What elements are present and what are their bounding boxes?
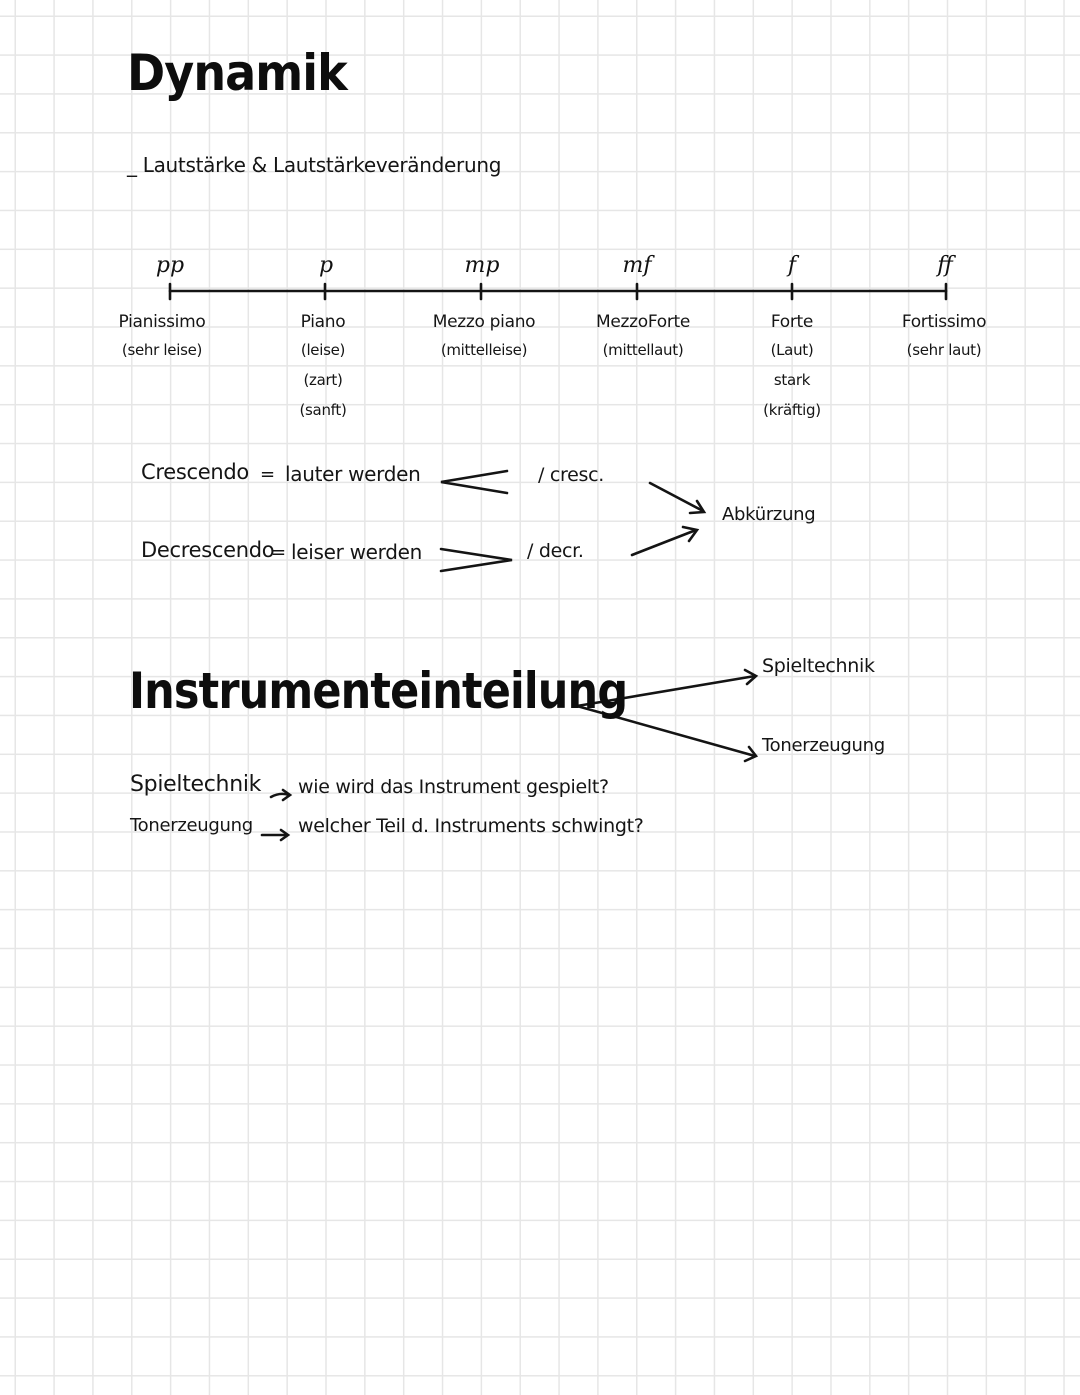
definition-question-spieltechnik: wie wird das Instrument gespielt?	[298, 776, 609, 798]
arrowhead-icon	[743, 668, 759, 686]
dynamic-desc: stark	[773, 371, 811, 389]
dynamic-name: Forte	[770, 312, 814, 332]
definition-term-spieltechnik: Spieltechnik	[130, 772, 262, 797]
arrowhead-icon	[743, 745, 759, 763]
arrowhead-icon	[688, 499, 707, 515]
dynamic-symbol-mp: mp	[464, 253, 500, 278]
decrescendo-meaning: leiser werden	[291, 540, 423, 564]
decrescendo-abbreviation: / decr.	[527, 540, 584, 562]
dynamic-level-piano: Piano (leise) (zart) (sanft)	[299, 312, 346, 419]
dynamic-desc: (sehr laut)	[906, 341, 982, 359]
dynamic-name: Mezzo piano	[432, 312, 536, 332]
dynamic-symbol-pp: pp	[155, 253, 185, 278]
dynamic-desc: (kräftig)	[763, 401, 821, 419]
arrowhead-icon	[279, 828, 291, 842]
dynamic-desc: (sanft)	[299, 401, 347, 419]
branch-spieltechnik: Spieltechnik	[762, 655, 875, 677]
arrow-decr-to-abbr	[630, 528, 698, 557]
dynamic-level-fortissimo: Fortissimo (sehr laut)	[901, 312, 987, 359]
definition-term-tonerzeugung: Tonerzeugung	[130, 815, 253, 836]
dynamic-desc: (sehr leise)	[121, 341, 203, 359]
dynamic-desc: (zart)	[303, 371, 343, 389]
dynamic-level-mezzopiano: Mezzo piano (mittelleise)	[433, 312, 536, 359]
dynamic-symbol-f: f	[787, 253, 797, 278]
dynamic-desc: (mittellaut)	[602, 341, 684, 359]
arrowhead-icon	[681, 525, 700, 543]
dynamic-name: Pianissimo	[118, 312, 206, 332]
decrescendo-term: Decrescendo	[141, 538, 275, 562]
subtitle-lautstaerke: _ Lautstärke & Lautstärkeveränderung	[127, 153, 502, 177]
abbreviation-label: Abkürzung	[722, 504, 816, 525]
definition-question-tonerzeugung: welcher Teil d. Instruments schwingt?	[298, 815, 644, 837]
dynamic-level-forte: Forte (Laut) stark (kräftig)	[763, 312, 821, 419]
dynamic-desc: (leise)	[300, 341, 346, 359]
dynamic-name: Fortissimo	[901, 312, 987, 332]
dynamic-level-pianissimo: Pianissimo (sehr leise)	[119, 312, 206, 359]
crescendo-meaning: lauter werden	[285, 462, 421, 486]
page-title-dynamik: Dynamik	[127, 44, 348, 102]
crescendo-hairpin-icon	[440, 469, 509, 495]
dynamic-symbol-mf: mf	[622, 253, 652, 278]
arrow-icon	[269, 792, 291, 799]
dynamic-symbol-p: p	[318, 253, 334, 278]
dynamic-desc: (Laut)	[770, 341, 814, 359]
crescendo-abbreviation: / cresc.	[538, 464, 604, 486]
decrescendo-hairpin-icon	[439, 547, 513, 573]
dynamic-name: MezzoForte	[595, 312, 691, 332]
dynamic-desc: (mittelleise)	[440, 341, 528, 359]
section-title-instrumenteinteilung: Instrumenteinteilung	[129, 662, 628, 720]
arrow-cresc-to-abbr	[648, 481, 705, 513]
arrowhead-icon	[281, 788, 293, 802]
dynamic-name: Piano	[300, 312, 346, 332]
decrescendo-equals: =	[271, 542, 286, 563]
crescendo-equals: =	[260, 464, 275, 485]
crescendo-term: Crescendo	[141, 460, 249, 484]
dynamic-symbol-ff: ff	[937, 253, 953, 278]
branch-tonerzeugung: Tonerzeugung	[762, 735, 885, 756]
dynamic-level-mezzoforte: MezzoForte (mittellaut)	[596, 312, 690, 359]
